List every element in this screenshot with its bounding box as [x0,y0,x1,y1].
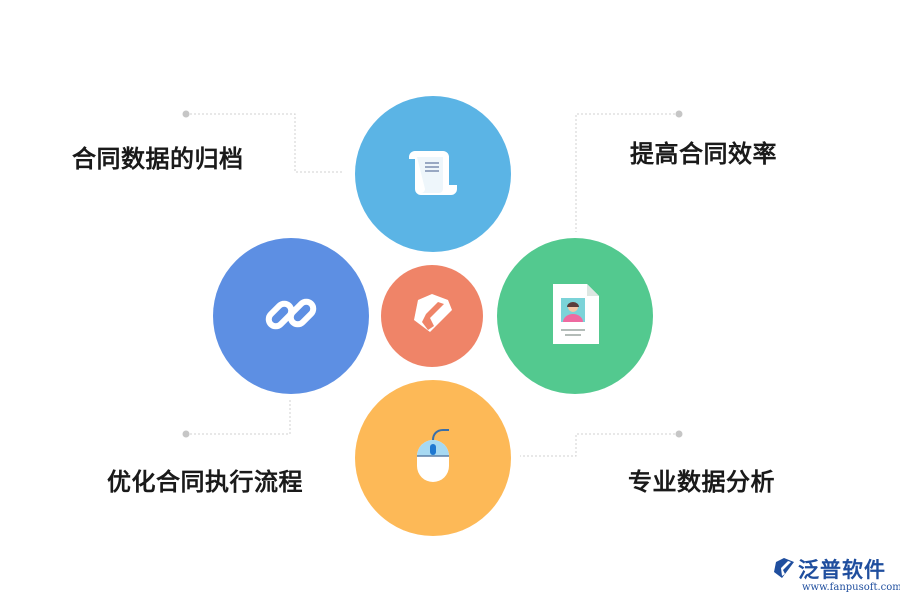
connector-top-left [186,113,343,173]
connector-dot-bottom-left [182,430,190,438]
circle-left [213,238,369,394]
circle-bottom [355,380,511,536]
scroll-document-icon [405,145,461,203]
circle-top [355,96,511,252]
computer-mouse-icon [411,426,455,490]
brand-logo-icon [408,292,456,340]
circle-right [497,238,653,394]
circle-center [381,265,483,367]
connector-bottom-left [186,398,291,435]
label-top-right: 提高合同效率 [630,140,777,168]
label-bottom-right: 专业数据分析 [628,468,775,496]
connector-bottom-right [520,433,679,457]
connector-dot-bottom-right [675,430,683,438]
chain-link-icon [261,284,321,348]
connector-dot-top-left [182,110,190,118]
label-top-left: 合同数据的归档 [72,145,244,173]
brand-name: 泛普软件 [798,558,886,582]
label-bottom-left: 优化合同执行流程 [107,468,303,496]
brand-url: www.fanpusoft.com [802,582,900,593]
connector-top-right [575,113,679,232]
id-card-icon [547,282,603,350]
brand-watermark-logo-icon [772,556,796,584]
connector-dot-top-right [675,110,683,118]
brand-watermark: 泛普软件 www.fanpusoft.com [772,554,900,598]
